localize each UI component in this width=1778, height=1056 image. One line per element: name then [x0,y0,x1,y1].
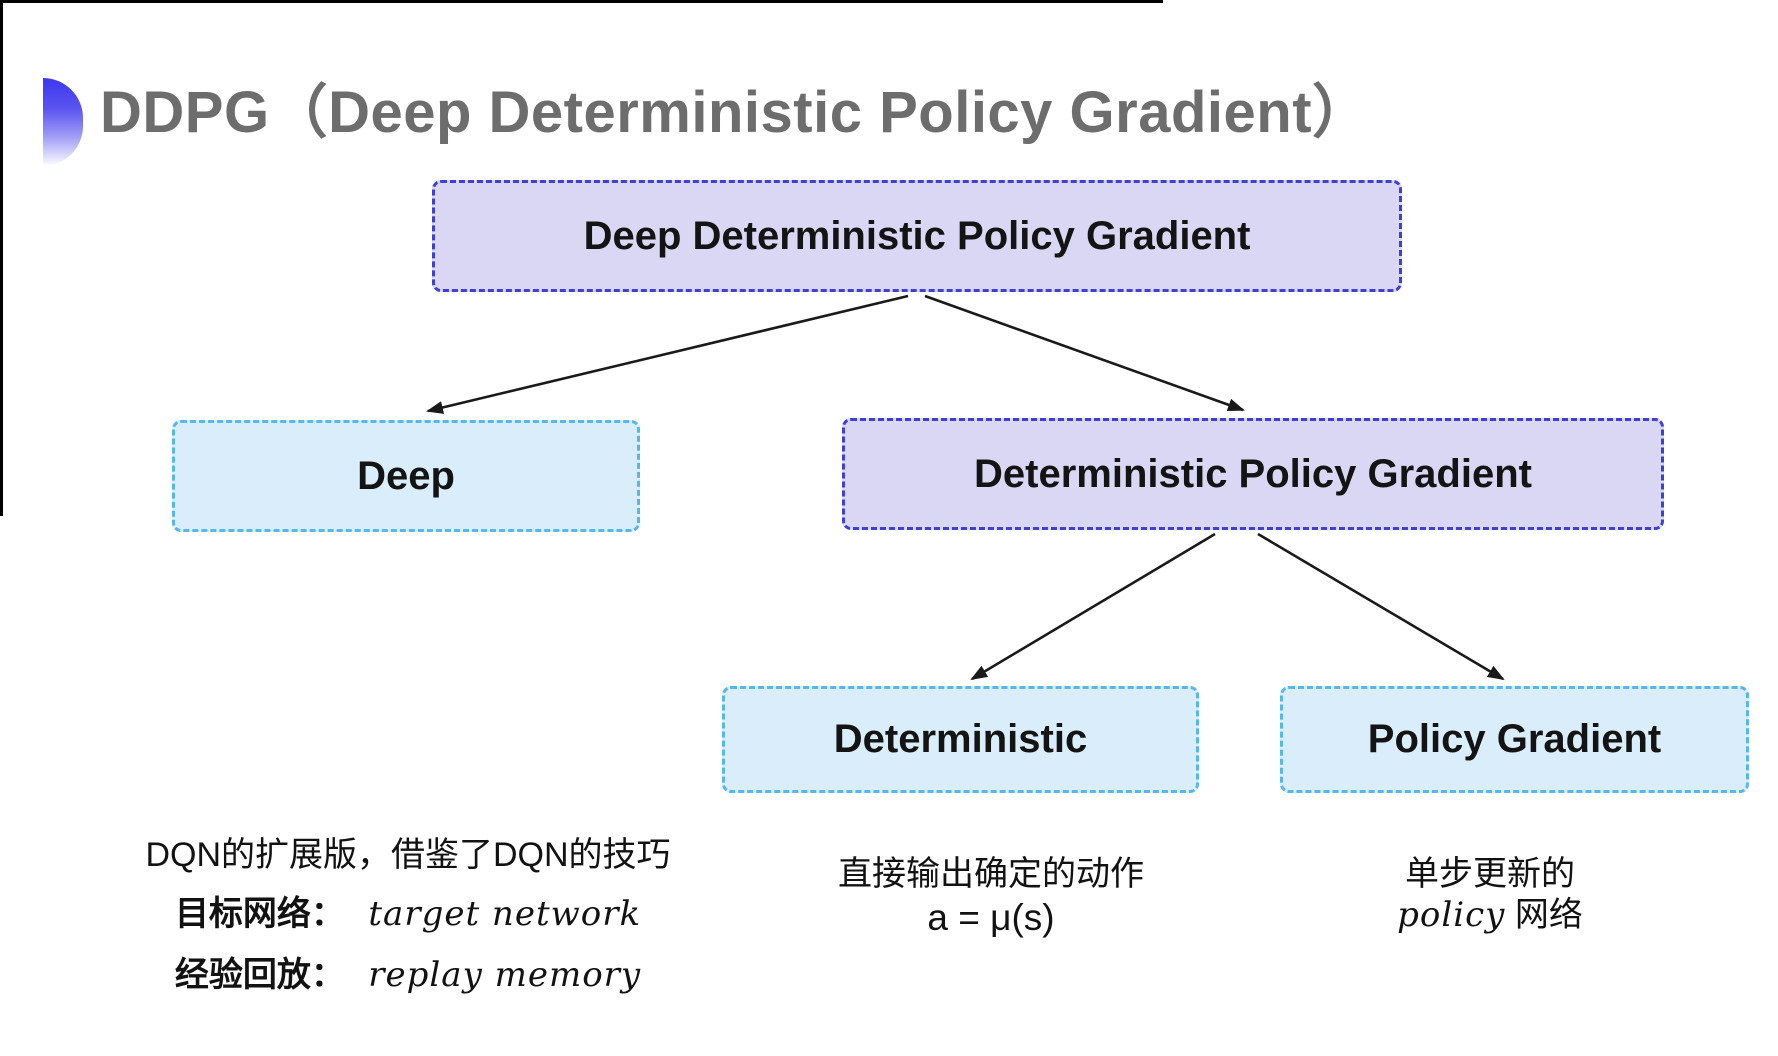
node-label: Policy Gradient [1367,717,1662,761]
annotation-deep-line2: 目标网络： target network [128,892,688,936]
node-label: Deep Deterministic Policy Gradient [583,213,1251,258]
node-deep: Deep [172,420,640,532]
edge-dpg-det [970,532,1216,681]
annotation-replay-memory-cjk: 经验回放： [174,956,345,994]
annotation-deterministic-formula: a = μ(s) [927,897,1055,938]
node-label: Deep [357,453,455,498]
node-label: Deterministic [833,717,1088,761]
window-edge-left [0,0,3,516]
annotation-deterministic-line1: 直接输出确定的动作 [838,855,1144,893]
window-edge-top [0,0,1163,3]
node-deterministic-policy-gradient: Deterministic Policy Gradient [842,418,1664,530]
edge-dpg-pg [1257,532,1505,681]
edge-root-deep [426,294,909,414]
annotation-policy-en: policy [1397,895,1506,935]
node-deterministic: Deterministic [722,686,1199,793]
node-policy-gradient: Policy Gradient [1280,686,1749,793]
annotation-policy-cjk: 网络 [1514,896,1583,934]
annotation-target-network-cjk: 目标网络： [174,895,345,933]
node-label: Deterministic Policy Gradient [974,451,1532,496]
annotation-deep-line3: 经验回放： replay memory [128,953,688,997]
annotation-policy-gradient-line1: 单步更新的 [1405,855,1575,893]
annotation-target-network-en: target network [368,894,642,934]
annotation-replay-memory-en: replay memory [368,955,642,995]
edge-root-dpg [924,294,1245,412]
annotation-policy-gradient-line2: policy 网络 [1289,893,1691,937]
page-title: DDPG（Deep Deterministic Policy Gradient） [100,80,1371,145]
node-deep-deterministic-policy-gradient: Deep Deterministic Policy Gradient [432,180,1402,292]
annotation-deep-line1: DQN的扩展版，借鉴了DQN的技巧 [145,836,671,874]
